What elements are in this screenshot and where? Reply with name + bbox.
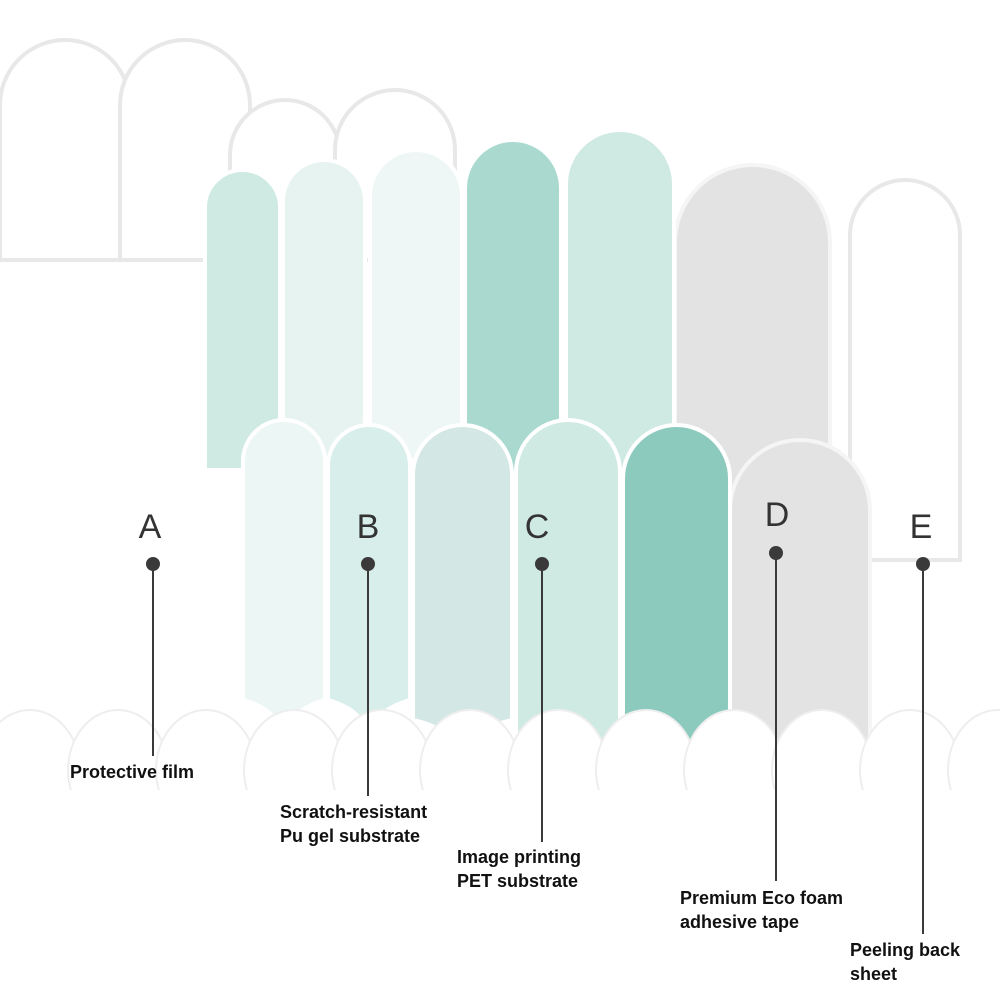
label-back-sheet: Peeling back sheet bbox=[850, 938, 960, 986]
backing-sheet-arch bbox=[0, 38, 132, 262]
tile-top bbox=[281, 158, 367, 462]
tile-top bbox=[203, 168, 282, 472]
leader-line-b bbox=[367, 564, 369, 796]
label-foam-tape: Premium Eco foam adhesive tape bbox=[680, 886, 843, 934]
leader-line-e bbox=[922, 564, 924, 934]
label-line: sheet bbox=[850, 964, 898, 984]
leader-line-c bbox=[541, 564, 543, 842]
backing-sheet-arch bbox=[848, 178, 962, 562]
tile-top bbox=[564, 128, 676, 482]
label-pet: Image printing PET substrate bbox=[457, 845, 581, 893]
letter-a: A bbox=[138, 508, 162, 546]
tile-bottom bbox=[241, 418, 327, 741]
letter-c: C bbox=[524, 508, 550, 546]
leader-line-d bbox=[775, 553, 777, 881]
label-line: Protective film bbox=[70, 762, 195, 782]
tile-bottom bbox=[326, 423, 412, 741]
background-base bbox=[0, 790, 1000, 1000]
label-line: Peeling back bbox=[850, 940, 961, 960]
label-line: Pu gel substrate bbox=[280, 826, 421, 846]
label-pu-gel: Scratch-resistant Pu gel substrate bbox=[280, 800, 427, 848]
tile-top bbox=[368, 148, 464, 462]
label-line: Premium Eco foam bbox=[680, 888, 844, 908]
label-protective-film: Protective film bbox=[70, 760, 194, 784]
label-line: adhesive tape bbox=[680, 912, 800, 932]
label-line: Scratch-resistant bbox=[280, 802, 428, 822]
label-line: PET substrate bbox=[457, 871, 579, 891]
letter-d: D bbox=[764, 496, 790, 534]
label-line: Image printing bbox=[457, 847, 582, 867]
letter-e: E bbox=[909, 508, 933, 546]
letter-b: B bbox=[356, 508, 380, 546]
leader-line-a bbox=[152, 564, 154, 756]
tile-top bbox=[463, 138, 563, 482]
foam-tape-arch bbox=[728, 438, 872, 762]
